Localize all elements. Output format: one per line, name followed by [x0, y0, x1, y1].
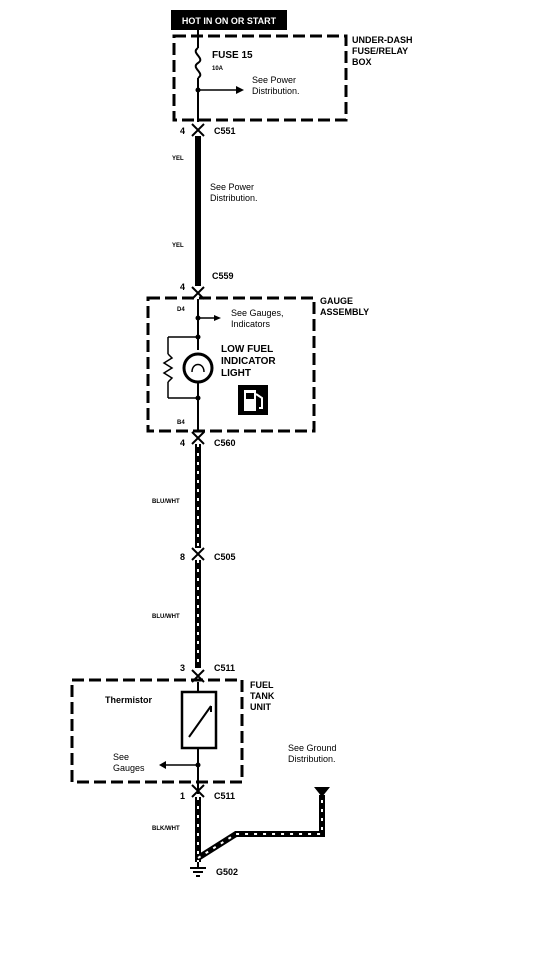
- power-label-box: [171, 10, 287, 30]
- underdash-box-label-3: BOX: [352, 57, 372, 67]
- low-fuel-line2: INDICATOR: [221, 356, 276, 367]
- underdash-box-label-2: FUSE/RELAY: [352, 46, 408, 56]
- c560-pin: 4: [180, 438, 185, 448]
- c551-name: C551: [214, 126, 236, 136]
- ground-icon: [190, 867, 206, 877]
- fuel-tank-unit-label-3: UNIT: [250, 702, 271, 712]
- bulb-icon: [182, 352, 214, 384]
- c505-name: C505: [214, 552, 236, 562]
- fuel-pump-icon: [238, 385, 268, 415]
- resistor-icon: [162, 353, 174, 383]
- arrow-up-icon: [314, 787, 330, 797]
- c560-name: C560: [214, 438, 236, 448]
- see-gauges-indicators-line2: Indicators: [231, 319, 271, 329]
- g502-label: G502: [216, 867, 238, 877]
- power-label: HOT IN ON OR START: [182, 16, 277, 26]
- wire-yel-label-2: YEL: [172, 243, 184, 249]
- see-power-dist-2-line2: Distribution.: [210, 193, 258, 203]
- fuel-tank-unit-label-2: TANK: [250, 691, 275, 701]
- c511-bottom-name: C511: [214, 791, 235, 801]
- wire-blu-wht-label-2: BLU/WHT: [152, 614, 180, 620]
- see-power-dist-1-line2: Distribution.: [252, 86, 300, 96]
- underdash-box-outline: [172, 34, 348, 122]
- low-fuel-line3: LIGHT: [221, 368, 251, 379]
- wire-blk-wht-label: BLK/WHT: [152, 826, 180, 832]
- fuel-tank-unit-outline: [70, 678, 244, 784]
- wire-blu-wht-label-1: BLU/WHT: [152, 499, 180, 505]
- c511-bottom-pin: 1: [180, 791, 185, 801]
- see-power-dist-2-line1: See Power: [210, 182, 254, 192]
- gauge-assembly-outline: [146, 296, 316, 433]
- fuse-rating: 10A: [212, 66, 224, 72]
- c551-pin: 4: [180, 126, 185, 136]
- arrow-right-icon: [214, 315, 221, 321]
- see-gauges-line2: Gauges: [113, 763, 145, 773]
- thermistor-icon: [180, 690, 218, 750]
- wire-ground-branch: [196, 795, 325, 861]
- c511-top-name: C511: [214, 663, 235, 673]
- underdash-box-label-1: UNDER-DASH: [352, 35, 413, 45]
- gauge-pin-b4: B4: [177, 420, 185, 426]
- c505-pin: 8: [180, 552, 185, 562]
- fuse-name: FUSE 15: [212, 50, 253, 61]
- wire-yel-label-1: YEL: [172, 156, 184, 162]
- arrow-left-icon: [159, 761, 166, 769]
- c559-name: C559: [212, 271, 234, 281]
- thermistor-label: Thermistor: [105, 695, 153, 705]
- see-power-dist-1-line1: See Power: [252, 75, 296, 85]
- fuse-icon: [194, 47, 202, 79]
- gauge-assembly-label-2: ASSEMBLY: [320, 307, 369, 317]
- arrow-right-icon: [236, 86, 244, 94]
- c511-top-pin: 3: [180, 663, 185, 673]
- c559-pin: 4: [180, 282, 185, 292]
- see-ground-dist-line1: See Ground: [288, 743, 337, 753]
- see-ground-dist-line2: Distribution.: [288, 754, 336, 764]
- see-gauges-indicators-line1: See Gauges,: [231, 308, 284, 318]
- gauge-pin-d4: D4: [177, 307, 185, 313]
- see-gauges-line1: See: [113, 752, 129, 762]
- fuel-tank-unit-label-1: FUEL: [250, 680, 274, 690]
- low-fuel-line1: LOW FUEL: [221, 344, 273, 355]
- gauge-assembly-label-1: GAUGE: [320, 296, 353, 306]
